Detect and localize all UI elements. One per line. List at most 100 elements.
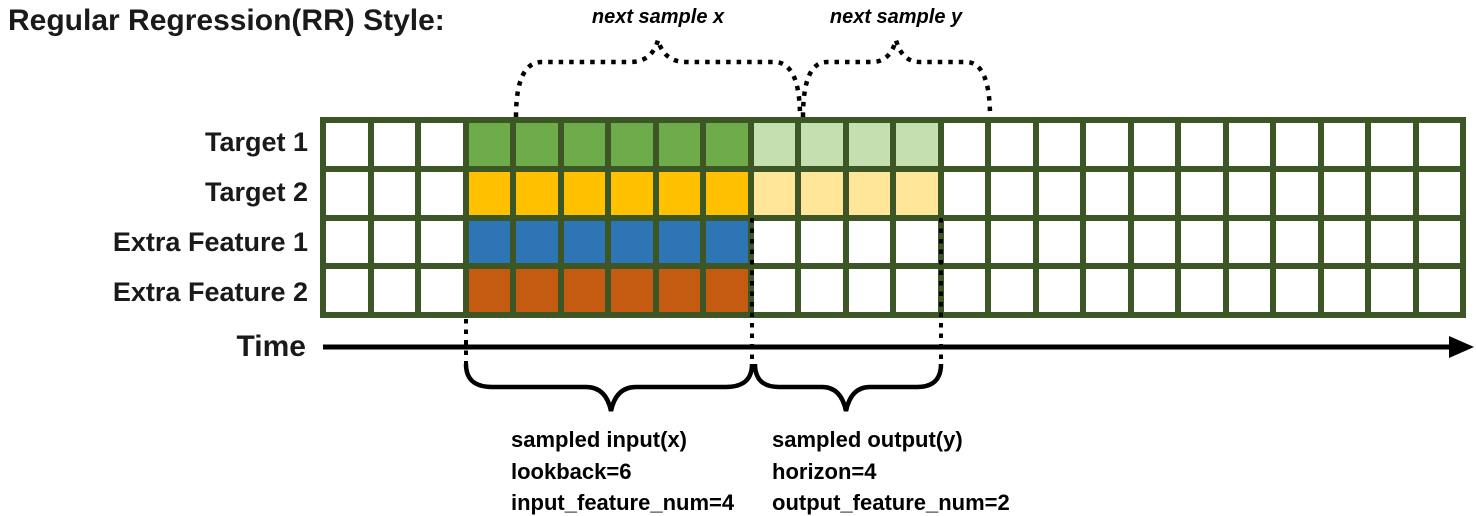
- cell-r2-c5: [516, 171, 558, 215]
- cell-r2-c12: [848, 171, 890, 215]
- cell-r1-c23: [1371, 123, 1413, 166]
- cell-r2-c2: [373, 171, 415, 215]
- cell-r2-c15: [991, 171, 1033, 215]
- cell-r2-c14: [943, 171, 985, 215]
- cell-r2-c20: [1228, 171, 1270, 215]
- cell-r3-c17: [1086, 220, 1128, 264]
- cell-r4-c11: [801, 269, 843, 312]
- cell-r4-c8: [658, 269, 700, 312]
- cell-r4-c17: [1086, 269, 1128, 312]
- time-axis-arrowhead: [1449, 336, 1474, 358]
- cell-r1-c18: [1133, 123, 1175, 166]
- cell-r3-c4: [468, 220, 510, 264]
- sampled-input-brace: [463, 363, 755, 412]
- row-label-extra-feature-2: Extra Feature 2: [112, 277, 308, 307]
- cell-r1-c22: [1323, 123, 1365, 166]
- cell-r2-c13: [896, 171, 938, 215]
- sampled-input-title: sampled input(x): [511, 427, 688, 452]
- cell-r4-c4: [468, 269, 510, 312]
- cell-r2-c11: [801, 171, 843, 215]
- cell-r4-c16: [1038, 269, 1080, 312]
- cell-r2-c23: [1371, 171, 1413, 215]
- cell-r3-c23: [1371, 220, 1413, 264]
- cell-r2-c6: [563, 171, 605, 215]
- next-sample-y-label: next sample y: [829, 6, 963, 28]
- cell-r3-c5: [516, 220, 558, 264]
- input-feature-num: input_feature_num=4: [511, 490, 735, 515]
- cell-r2-c7: [611, 171, 653, 215]
- cell-r3-c3: [421, 220, 463, 264]
- cell-r1-c6: [563, 123, 605, 166]
- cell-r1-c2: [373, 123, 415, 166]
- cell-r1-c8: [658, 123, 700, 166]
- cell-r4-c5: [516, 269, 558, 312]
- cell-r2-c19: [1181, 171, 1223, 215]
- cell-r3-c21: [1276, 220, 1318, 264]
- cell-r2-c21: [1276, 171, 1318, 215]
- cell-r3-c16: [1038, 220, 1080, 264]
- diagram-title: Regular Regression(RR) Style:: [8, 4, 445, 37]
- sampled-output-note: sampled output(y) horizon=4 output_featu…: [772, 424, 1010, 516]
- sampled-output-title: sampled output(y): [772, 427, 963, 452]
- cell-r1-c15: [991, 123, 1033, 166]
- cell-r4-c1: [326, 269, 368, 312]
- cell-r1-c24: [1418, 123, 1460, 166]
- cell-r3-c14: [943, 220, 985, 264]
- cell-r4-c13: [896, 269, 938, 312]
- cell-r1-c5: [516, 123, 558, 166]
- cell-r1-c3: [421, 123, 463, 166]
- cell-r3-c11: [801, 220, 843, 264]
- next-sample-x-brace: [513, 31, 803, 118]
- output-feature-num: output_feature_num=2: [772, 490, 1010, 515]
- cell-r4-c6: [563, 269, 605, 312]
- cell-r1-c19: [1181, 123, 1223, 166]
- sampled-input-note: sampled input(x) lookback=6 input_featur…: [511, 424, 734, 516]
- cell-r4-c3: [421, 269, 463, 312]
- cell-r3-c12: [848, 220, 890, 264]
- cell-r1-c13: [896, 123, 938, 166]
- cell-r1-c9: [706, 123, 748, 166]
- cell-r2-c22: [1323, 171, 1365, 215]
- cell-r2-c17: [1086, 171, 1128, 215]
- row-label-target-2: Target 2: [204, 177, 308, 207]
- cell-r4-c22: [1323, 269, 1365, 312]
- cell-r4-c19: [1181, 269, 1223, 312]
- cell-r4-c20: [1228, 269, 1270, 312]
- horizon-value: horizon=4: [772, 458, 877, 484]
- cell-r1-c4: [468, 123, 510, 166]
- cell-r1-c16: [1038, 123, 1080, 166]
- sample-grid: [320, 117, 1466, 318]
- cell-r4-c10: [753, 269, 795, 312]
- cell-r1-c20: [1228, 123, 1270, 166]
- cell-r2-c3: [421, 171, 463, 215]
- cell-r3-c13: [896, 220, 938, 264]
- row-label-extra-feature-1: Extra Feature 1: [112, 227, 308, 257]
- cell-r1-c10: [753, 123, 795, 166]
- cell-r3-c6: [563, 220, 605, 264]
- cell-r2-c10: [753, 171, 795, 215]
- cell-r3-c9: [706, 220, 748, 264]
- cell-r1-c14: [943, 123, 985, 166]
- cell-r2-c24: [1418, 171, 1460, 215]
- cell-r4-c12: [848, 269, 890, 312]
- cell-r3-c18: [1133, 220, 1175, 264]
- cell-r4-c7: [611, 269, 653, 312]
- cell-r2-c8: [658, 171, 700, 215]
- lookback-value: lookback=6: [511, 458, 632, 484]
- cell-r2-c18: [1133, 171, 1175, 215]
- cell-r3-c7: [611, 220, 653, 264]
- cell-r1-c12: [848, 123, 890, 166]
- cell-r3-c19: [1181, 220, 1223, 264]
- cell-r4-c14: [943, 269, 985, 312]
- cell-r1-c17: [1086, 123, 1128, 166]
- sampled-output-brace: [752, 363, 944, 412]
- next-sample-y-brace: [800, 31, 993, 118]
- cell-r3-c2: [373, 220, 415, 264]
- cell-r4-c24: [1418, 269, 1460, 312]
- cell-r3-c10: [753, 220, 795, 264]
- next-sample-x-label: next sample x: [591, 6, 725, 28]
- cell-r3-c20: [1228, 220, 1270, 264]
- cell-r4-c23: [1371, 269, 1413, 312]
- cell-r3-c1: [326, 220, 368, 264]
